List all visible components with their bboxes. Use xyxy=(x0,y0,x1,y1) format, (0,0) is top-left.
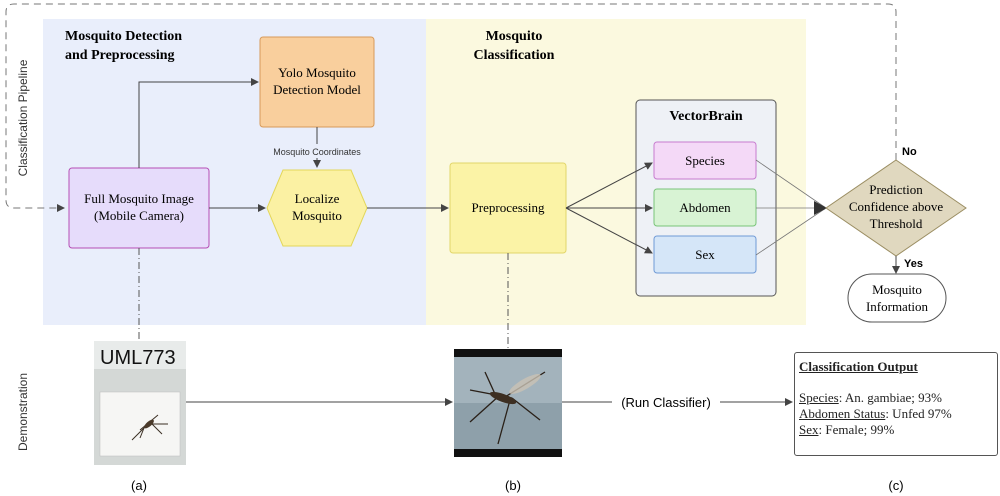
no-label: No xyxy=(902,146,917,158)
row-label-demonstration: Demonstration xyxy=(16,373,30,451)
abdomen-label: Abdomen xyxy=(679,200,731,215)
caption-b: (b) xyxy=(505,478,521,493)
full-mosquito-photo: UML773 xyxy=(94,341,186,465)
arrow-to-yolo xyxy=(138,78,259,168)
arrow-to-species xyxy=(565,162,653,209)
info-label-2: Information xyxy=(866,299,929,314)
decision-label-3: Threshold xyxy=(870,216,923,231)
vectorbrain-title: VectorBrain xyxy=(669,109,743,124)
coords-label: Mosquito Coordinates xyxy=(273,147,361,157)
info-pill xyxy=(847,273,947,323)
coords-label-bg xyxy=(266,144,370,158)
output-species-key: Species xyxy=(799,390,839,405)
preprocessing-label: Preprocessing xyxy=(472,200,545,215)
output-title: Classification Output xyxy=(799,359,918,374)
sex-box xyxy=(653,235,757,274)
cropped-mosquito-photo xyxy=(454,349,562,457)
section-title-classification-1: Mosquito xyxy=(486,29,543,44)
localize-label-2: Mosquito xyxy=(292,208,342,223)
yolo-label-2: Detection Model xyxy=(273,82,361,97)
localize-hexagon xyxy=(266,169,368,247)
species-label: Species xyxy=(685,153,725,168)
photo-label-uml773: UML773 xyxy=(100,347,176,369)
output-sex-value: : Female; 99% xyxy=(818,422,895,437)
output-species-row: Species: An. gambiae; 93% xyxy=(799,390,997,406)
caption-c: (c) xyxy=(888,478,903,493)
line-sex-to-decision xyxy=(755,207,827,256)
line-species-to-decision xyxy=(755,159,827,209)
localize-label-1: Localize xyxy=(295,191,340,206)
arrowhead-decision xyxy=(814,201,827,215)
info-label-1: Mosquito xyxy=(872,282,922,297)
sex-label: Sex xyxy=(695,247,715,262)
output-abdomen-value: : Unfed 97% xyxy=(885,406,952,421)
output-abdomen-key: Abdomen Status xyxy=(799,406,886,421)
full-image-label-2: (Mobile Camera) xyxy=(94,208,184,223)
full-image-label-1: Full Mosquito Image xyxy=(84,191,194,206)
output-sex-key: Sex xyxy=(799,422,819,437)
output-abdomen-row: Abdomen Status: Unfed 97% xyxy=(799,406,997,422)
decision-label-1: Prediction xyxy=(869,182,923,197)
yes-label: Yes xyxy=(904,258,923,270)
arrow-to-sex xyxy=(565,207,653,254)
output-sex-row: Sex: Female; 99% xyxy=(799,422,997,438)
yolo-label-1: Yolo Mosquito xyxy=(278,65,356,80)
feedback-loop xyxy=(5,3,897,212)
classification-output-box: Classification Output Species: An. gambi… xyxy=(794,352,998,456)
caption-a: (a) xyxy=(131,478,147,493)
section-title-detection-1: Mosquito Detection xyxy=(65,29,182,44)
decision-label-2: Confidence above xyxy=(849,199,943,214)
run-classifier-label: (Run Classifier) xyxy=(621,395,711,410)
output-species-value: : An. gambiae; 93% xyxy=(838,390,942,405)
section-title-detection-2: and Preprocessing xyxy=(65,48,175,63)
section-title-classification-2: Classification xyxy=(474,48,555,63)
abdomen-box xyxy=(653,188,757,227)
row-label-pipeline: Classification Pipeline xyxy=(16,59,30,176)
species-box xyxy=(653,141,757,180)
